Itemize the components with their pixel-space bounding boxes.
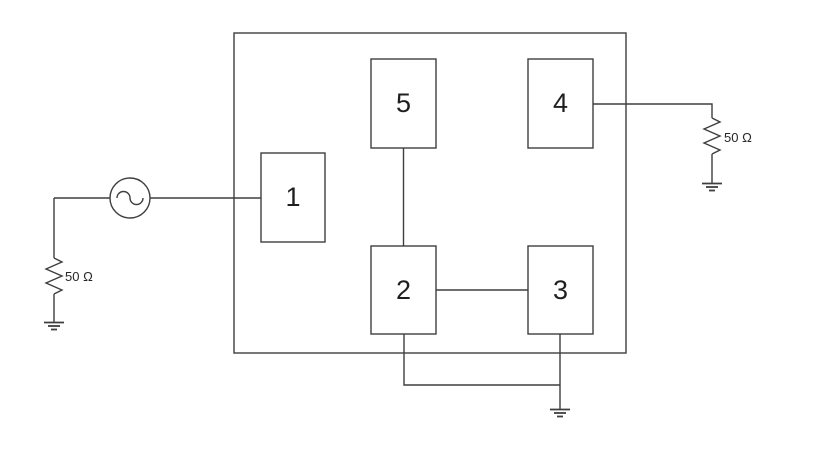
- block-1-label: 1: [285, 182, 301, 212]
- block-5-box: [370, 58, 437, 149]
- wire-block2-bottom: [403, 334, 560, 386]
- block-2-box: [370, 245, 437, 335]
- block-3-label: 3: [552, 274, 569, 305]
- source-resistor-label: 50 Ω: [65, 269, 93, 284]
- resistor-source-icon: [44, 257, 64, 322]
- block-4-label: 4: [552, 88, 569, 118]
- block-4-box: [527, 58, 594, 149]
- load-resistor-label: 50 Ω: [724, 130, 752, 145]
- block-1-box: [260, 152, 326, 243]
- ground-source-icon: [44, 321, 64, 331]
- block-2-label: 2: [395, 274, 412, 305]
- resistor-load-icon: [702, 117, 722, 183]
- wire-block4-to-load: [593, 103, 713, 118]
- ground-bottom-icon: [550, 408, 570, 418]
- ac-source-icon: [109, 177, 151, 219]
- ground-load-icon: [702, 182, 722, 192]
- block-3-box: [527, 245, 594, 335]
- block-5-label: 5: [395, 88, 412, 118]
